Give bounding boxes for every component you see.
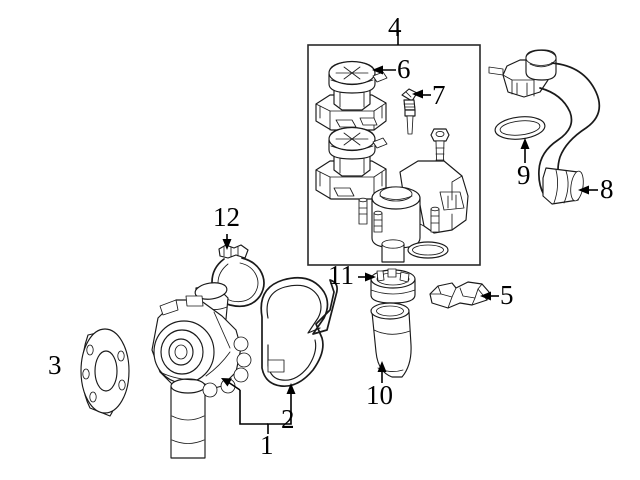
part-rubber-boot-hose [370, 302, 412, 378]
leader-1 [221, 378, 292, 434]
part-hose-collar-ring [370, 268, 416, 304]
callout-label-7: 7 [432, 80, 446, 110]
callout-label-5: 5 [500, 280, 514, 310]
callout-label-2: 2 [281, 404, 295, 434]
callout-label-1: 1 [260, 430, 274, 460]
part-hose-clamp [211, 244, 265, 308]
inset-box-group-4 [307, 44, 481, 266]
leader-10 [377, 361, 387, 383]
part-thermostat-cap-lower [315, 126, 388, 200]
leader-12 [222, 234, 232, 250]
callout-label-12: 12 [213, 202, 240, 232]
callout-label-10: 10 [366, 380, 393, 410]
leader-6 [372, 65, 396, 75]
leader-2 [286, 383, 296, 408]
part-pump-pulley [80, 328, 130, 417]
callout-label-8: 8 [600, 174, 614, 204]
part-coolant-temp-sensor [401, 88, 418, 135]
leader-7 [412, 89, 431, 99]
part-water-pump-gasket [260, 276, 338, 388]
leader-9 [520, 138, 530, 163]
leader-11 [358, 272, 376, 282]
part-auxiliary-water-pump [358, 160, 469, 263]
leader-8 [578, 185, 598, 195]
part-thermostat-cap-upper [315, 60, 388, 131]
part-coolant-hose-pipe [488, 49, 601, 205]
leader-5 [480, 291, 499, 301]
callout-label-9: 9 [517, 160, 531, 190]
callout-label-11: 11 [328, 260, 354, 290]
callout-label-3: 3 [48, 350, 62, 380]
part-pipe-o-ring-seal [494, 116, 546, 140]
part-water-pump-assembly [151, 282, 252, 459]
part-housing-gasket [429, 281, 490, 309]
callout-label-4: 4 [388, 12, 402, 42]
callout-label-6: 6 [397, 54, 411, 84]
